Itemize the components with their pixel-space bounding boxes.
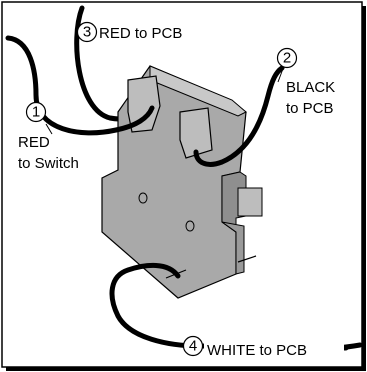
callout-3: 3 RED to PCB bbox=[76, 21, 220, 43]
callout-label: WHITE to PCB bbox=[207, 342, 307, 359]
callout-number-circle bbox=[25, 101, 47, 123]
mount-hole-right bbox=[185, 220, 195, 232]
left-wire-tab bbox=[127, 75, 161, 133]
callout-2: 2 BLACK to PCB bbox=[276, 47, 335, 117]
callout-4: 4 WHITE to PCB bbox=[182, 335, 344, 360]
callout-number-circle bbox=[182, 335, 204, 357]
bracket-side-tab bbox=[237, 187, 263, 217]
wire-red-to-switch bbox=[5, 35, 155, 136]
bracket-foot bbox=[221, 221, 245, 275]
wire-black-to-pcb bbox=[193, 65, 285, 167]
callout-label-line: to PCB bbox=[286, 100, 334, 117]
callout-number: 1 bbox=[32, 104, 40, 121]
callout-label: RED to PCB bbox=[99, 25, 182, 42]
callout-number: 4 bbox=[189, 338, 197, 355]
callout-1: 1 RED to Switch bbox=[18, 101, 79, 172]
callout-number-circle bbox=[76, 21, 98, 43]
mount-hole-left bbox=[138, 192, 148, 204]
callout-label-line: to Switch bbox=[18, 155, 79, 172]
leader-line bbox=[277, 65, 285, 83]
callout-label-line: BLACK bbox=[286, 79, 335, 96]
pcb-pin bbox=[237, 255, 257, 263]
callout-label-bg bbox=[204, 341, 344, 360]
callout-number: 2 bbox=[283, 50, 291, 67]
callout-label-bg bbox=[96, 24, 220, 42]
leader-line bbox=[45, 123, 53, 135]
callout-number-circle bbox=[276, 47, 298, 69]
callout-number: 3 bbox=[83, 24, 91, 41]
right-wire-tab bbox=[179, 107, 213, 159]
callout-label-line: RED bbox=[18, 134, 50, 151]
